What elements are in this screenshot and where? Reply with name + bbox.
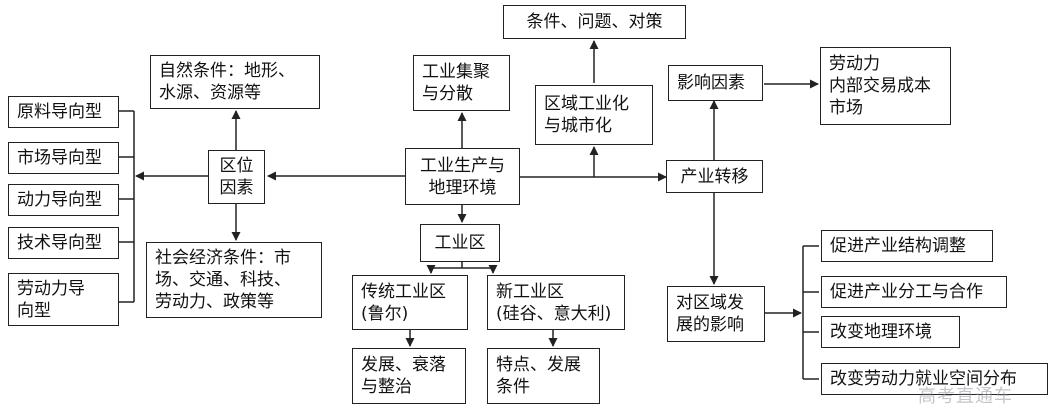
orientation-power: 动力导向型 [8,184,119,216]
traditional-industrial-zone: 传统工业区 (鲁尔) [352,275,468,330]
regional-development-impact: 对区域发 展的影响 [667,286,765,342]
agglomeration-dispersion: 工业集聚 与分散 [413,55,510,111]
socioeconomic-conditions: 社会经济条件：市 场、交通、科技、 劳动力、政策等 [146,242,322,318]
natural-conditions: 自然条件：地形、 水源、资源等 [150,55,320,109]
new-industrial-zone: 新工业区 (硅谷、意大利) [487,275,625,330]
impact-division-cooperation: 促进产业分工与合作 [821,276,1007,308]
industry-transfer: 产业转移 [666,160,763,193]
regional-industrialization: 区域工业化 与城市化 [535,85,653,145]
watermark-text: 高考直通车 [918,386,1013,407]
orientation-technology: 技术导向型 [8,227,119,259]
orientation-market: 市场导向型 [8,142,119,174]
orientation-labor: 劳动力导 向型 [8,273,119,326]
traditional-zone-outcome: 发展、衰落 与整治 [352,348,466,404]
new-zone-outcome: 特点、发展 条件 [487,348,600,404]
impact-geographic-environment: 改变地理环境 [821,316,960,348]
impact-industrial-restructuring: 促进产业结构调整 [821,230,993,262]
location-factors: 区位 因素 [208,150,265,204]
conditions-problems-countermeasures: 条件、问题、对策 [503,5,686,39]
hub-industrial-production: 工业生产与 地理环境 [405,148,520,205]
influencing-factors-list: 劳动力 内部交易成本 市场 [820,47,951,125]
industrial-zone: 工业区 [420,224,500,262]
impact-employment-distribution: 改变劳动力就业空间分布 [821,363,1048,395]
influencing-factors: 影响因素 [668,65,763,101]
orientation-raw-material: 原料导向型 [8,96,119,128]
